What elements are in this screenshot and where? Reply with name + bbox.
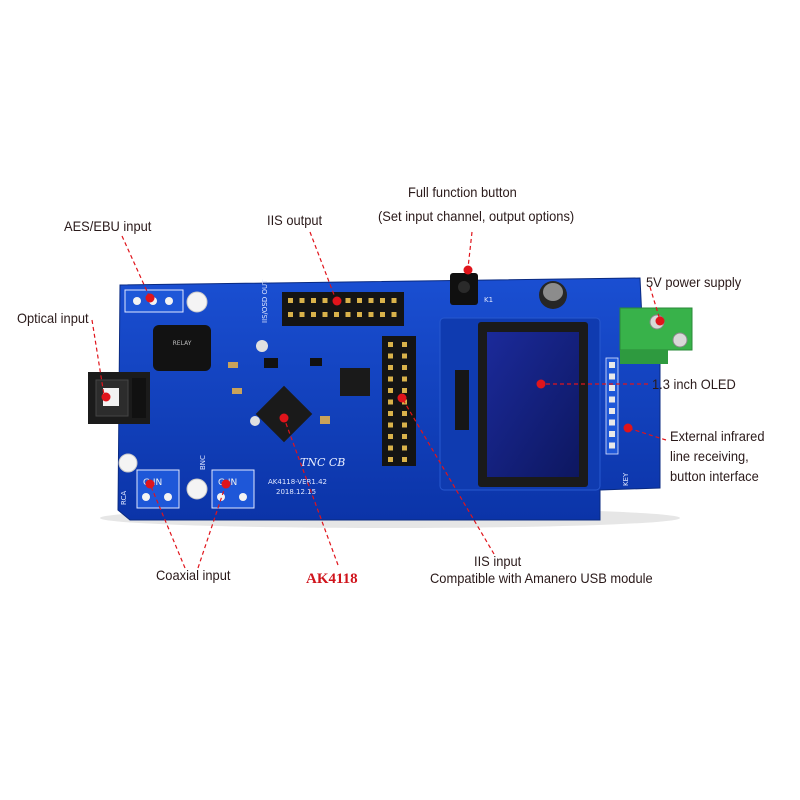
label-chip-name: AK4118	[306, 571, 358, 587]
label-oled: 1.3 inch OLED	[652, 376, 736, 392]
power-terminal-block	[619, 307, 693, 364]
header-pin	[299, 312, 305, 317]
header-pin	[322, 312, 328, 317]
header-pin	[402, 457, 407, 462]
svg-text:IIS/OSD OUT: IIS/OSD OUT	[261, 279, 269, 323]
header-pin	[357, 298, 362, 303]
annotation-dots	[101, 265, 665, 489]
bnc-terminal: G IN	[211, 469, 255, 509]
relay-component: RELAY	[153, 325, 211, 371]
label-iis-output: IIS output	[267, 212, 323, 228]
label-iis-input-note: Compatible with Amanero USB module	[430, 570, 653, 586]
header-pin	[402, 434, 407, 439]
header-pin	[380, 298, 385, 303]
svg-text:K1: K1	[484, 296, 493, 304]
aes-ebu-header	[124, 289, 184, 313]
header-pin	[368, 298, 374, 303]
mount-hole	[186, 291, 208, 313]
header-pin	[388, 388, 393, 393]
key-interface-header	[605, 357, 619, 455]
header-pin	[609, 408, 615, 414]
label-external-ir-3: button interface	[670, 468, 759, 484]
header-pin	[402, 445, 407, 451]
header-pin	[609, 385, 615, 391]
header-pin	[388, 457, 393, 462]
svg-text:RELAY: RELAY	[173, 340, 192, 347]
full-function-button-part: K1	[450, 273, 493, 305]
header-pin	[609, 431, 615, 437]
header-pin	[402, 342, 407, 347]
header-pin	[311, 298, 316, 303]
header-pin	[391, 298, 397, 303]
small-parts	[228, 340, 330, 426]
label-full-function-note: (Set input channel, output options)	[378, 208, 575, 224]
header-pin	[334, 312, 339, 317]
svg-text:BNC: BNC	[199, 455, 207, 470]
mount-hole	[118, 453, 138, 473]
header-pin	[345, 312, 351, 317]
header-pin	[609, 362, 615, 368]
svg-text:KEY: KEY	[622, 472, 630, 486]
header-pin	[609, 396, 615, 403]
header-pin	[402, 411, 407, 416]
header-pin	[311, 312, 316, 317]
label-external-ir-2: line receiving,	[670, 448, 749, 464]
header-pin	[402, 353, 407, 359]
header-pin	[402, 422, 407, 428]
header-pin	[299, 298, 305, 303]
header-pin	[402, 388, 407, 393]
header-pin	[368, 312, 374, 317]
svg-text:2018.12.15: 2018.12.15	[276, 488, 316, 496]
capacitor	[539, 281, 567, 309]
header-pin	[357, 312, 362, 317]
optical-connector	[88, 372, 150, 424]
header-pin	[322, 298, 328, 303]
header-pin	[388, 445, 393, 451]
header-pin	[391, 312, 397, 317]
iis-output-header	[282, 292, 404, 326]
mount-hole	[186, 478, 208, 500]
label-iis-input: IIS input	[474, 553, 522, 569]
label-optical-input: Optical input	[17, 310, 89, 326]
header-pin	[388, 422, 393, 428]
svg-text:RCA: RCA	[120, 491, 128, 505]
header-pin	[388, 365, 393, 370]
svg-text:AK4118-VER1.42: AK4118-VER1.42	[268, 478, 327, 486]
annotation-leaders	[91, 231, 667, 569]
header-pin	[609, 419, 615, 426]
header-pin	[609, 442, 615, 449]
header-pin	[388, 434, 393, 439]
header-pin	[388, 376, 393, 382]
label-aes-ebu-input: AES/EBU input	[64, 218, 152, 234]
support-chip	[340, 368, 370, 396]
header-pin	[288, 312, 293, 317]
label-coaxial-input: Coaxial input	[156, 567, 231, 583]
svg-text:TNC CB: TNC CB	[300, 456, 345, 469]
header-pin	[288, 298, 293, 303]
header-pin	[402, 365, 407, 370]
header-pin	[388, 342, 393, 347]
header-pin	[380, 312, 385, 317]
header-pin	[388, 399, 393, 405]
label-power-supply: 5V power supply	[646, 274, 742, 290]
header-pin	[609, 373, 615, 380]
header-pin	[345, 298, 351, 303]
oled-module	[439, 317, 601, 491]
header-pin	[402, 376, 407, 382]
label-full-function-button: Full function button	[408, 184, 517, 200]
label-external-ir-1: External infrared	[670, 428, 765, 444]
header-pin	[388, 353, 393, 359]
header-pin	[388, 411, 393, 416]
